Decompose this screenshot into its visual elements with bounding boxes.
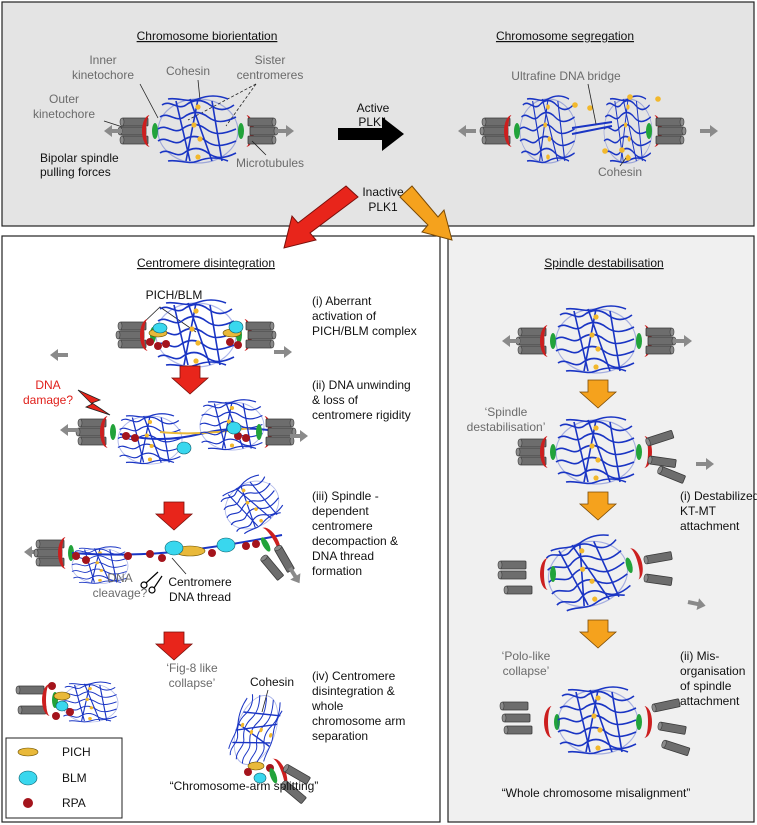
spindle-quote-2: destabilisation’ — [467, 420, 546, 434]
right-footer: “Whole chromosome misalignment” — [502, 786, 691, 800]
centromere-pointer-2 — [225, 83, 257, 127]
right-step2-2: organisation — [680, 664, 745, 678]
right-step2-4: attachment — [680, 694, 740, 708]
fig8-2: collapse’ — [169, 676, 216, 690]
outer-kt-label-2: kinetochore — [33, 107, 95, 121]
right-title: Spindle destabilisation — [544, 256, 663, 270]
cohesin-pointer — [197, 79, 201, 101]
polo-2: collapse’ — [503, 664, 550, 678]
left-step4-4: chromosome arm — [312, 714, 405, 728]
dna-damage-1: DNA — [35, 378, 60, 392]
top-panel — [1, 1, 755, 227]
legend-rpa-swatch — [23, 798, 33, 808]
left-step1-1: (i) Aberrant — [312, 294, 372, 308]
cohesin-right-label: Cohesin — [598, 165, 642, 179]
cohesin-step4: Cohesin — [250, 675, 294, 689]
red-diagonal-arrow — [283, 185, 359, 249]
ultrafine-label: Ultrafine DNA bridge — [511, 69, 621, 83]
left-step2-3: centromere rigidity — [312, 408, 411, 422]
chromosome-step-2 — [60, 399, 308, 465]
left-step4-5: separation — [312, 729, 368, 743]
bipolar-label-2: pulling forces — [40, 165, 111, 179]
fig8-1: ‘Fig-8 like — [166, 661, 218, 675]
centromere-thread-1: Centromere — [168, 575, 232, 589]
sister-centromeres-label-1: Sister — [255, 53, 286, 67]
legend-pich-swatch — [17, 747, 39, 757]
dna-cleavage-2: cleavage? — [93, 586, 148, 600]
pich-blm-label: PICH/BLM — [146, 288, 203, 302]
left-step3-6: formation — [312, 564, 362, 578]
right-step1-1: (i) Destabilized — [680, 489, 757, 503]
orange-diagonal-arrow — [399, 185, 453, 241]
left-step3-4: decompaction & — [312, 534, 398, 548]
right-step1-3: attachment — [680, 519, 740, 533]
polo-1: ‘Polo-like — [502, 649, 551, 663]
segregating-chromosome — [458, 94, 718, 164]
active-plk1-2: PLK1 — [358, 115, 388, 129]
right-panel — [447, 235, 755, 823]
inner-kt-label-2: kinetochore — [72, 68, 134, 82]
inactive-plk1-1: Inactive — [362, 185, 404, 199]
chromosome-step-3 — [24, 469, 305, 587]
left-step4-3: whole — [311, 699, 344, 713]
left-step4-1: (iv) Centromere — [312, 669, 396, 683]
thread-pointer — [171, 557, 187, 575]
legend-blm-swatch — [18, 770, 38, 786]
cohesin-label: Cohesin — [166, 64, 210, 78]
ultrafine-pointer — [587, 83, 597, 125]
legend-blm: BLM — [62, 771, 87, 785]
cohesin-step4-pointer — [261, 689, 269, 713]
inner-kt-pointer — [139, 83, 159, 119]
centromere-pointer-1 — [187, 83, 257, 121]
legend-rpa: RPA — [62, 796, 86, 810]
right-step1-2: KT-MT — [680, 504, 717, 518]
active-plk1-1: Active — [357, 101, 390, 115]
cohesin-right-pointer — [619, 157, 627, 167]
left-step3-1: (iii) Spindle - — [312, 489, 379, 503]
left-footer: “Chromosome-arm splitting” — [170, 779, 319, 793]
microtubules-pointer — [251, 140, 267, 156]
title-segregation: Chromosome segregation — [496, 29, 634, 43]
left-panel — [1, 235, 441, 823]
inactive-plk1-2: PLK1 — [368, 200, 398, 214]
fig8-chromosome — [15, 681, 119, 723]
centromere-thread-2: DNA thread — [169, 590, 231, 604]
active-arrow — [338, 117, 404, 151]
left-title: Centromere disintegration — [137, 256, 275, 270]
lightning-icon — [77, 389, 111, 416]
right-step2-1: (ii) Mis- — [680, 649, 719, 663]
chromosome-step-1 — [50, 300, 292, 367]
legend-pich: PICH — [62, 745, 91, 759]
inner-kt-label-1: Inner — [89, 53, 116, 67]
bipolar-label-1: Bipolar spindle — [40, 151, 119, 165]
left-step2-2: & loss of — [312, 393, 359, 407]
left-step1-3: PICH/BLM complex — [312, 324, 417, 338]
dna-damage-2: damage? — [23, 393, 73, 407]
right-step2-3: of spindle — [680, 679, 732, 693]
outer-kt-label-1: Outer — [49, 92, 79, 106]
separated-arm — [223, 688, 311, 805]
spindle-quote-1: ‘Spindle — [485, 405, 528, 419]
left-step3-2: dependent — [312, 504, 369, 518]
dna-cleavage-1: DNA — [107, 571, 132, 585]
left-step3-5: DNA thread — [312, 549, 374, 563]
scissors-icon — [140, 571, 163, 594]
left-step1-2: activation of — [312, 309, 377, 323]
left-step3-3: centromere — [312, 519, 373, 533]
sister-centromeres-label-2: centromeres — [237, 68, 304, 82]
left-step4-2: disintegration & — [312, 684, 395, 698]
left-step2-1: (ii) DNA unwinding — [312, 378, 411, 392]
title-biorientation: Chromosome biorientation — [137, 29, 278, 43]
microtubules-label: Microtubules — [236, 156, 304, 170]
